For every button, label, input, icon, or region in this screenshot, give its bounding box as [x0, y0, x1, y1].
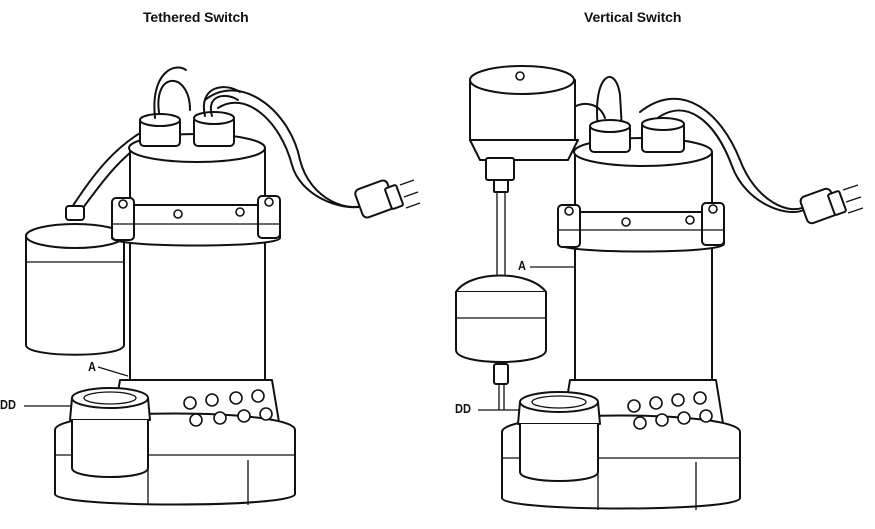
vertical-float — [455, 274, 547, 410]
right-label-a: A — [518, 258, 526, 273]
tethered-switch-pump — [24, 66, 421, 506]
vertical-switch-title: Vertical Switch — [584, 9, 682, 25]
tethered-switch-title: Tethered Switch — [143, 9, 249, 25]
right-power-cord — [639, 97, 809, 211]
left-label-a: A — [88, 359, 96, 374]
right-label-dd: DD — [455, 401, 471, 416]
left-leader-a — [97, 366, 129, 377]
left-clamp-band — [111, 195, 281, 247]
left-plug-icon — [354, 179, 421, 219]
right-plug-icon — [799, 184, 864, 225]
left-label-dd: DD — [0, 397, 16, 412]
right-motor-housing — [573, 117, 713, 394]
left-discharge-nut — [69, 387, 151, 478]
right-discharge-nut — [517, 391, 601, 482]
tethered-float — [25, 205, 125, 356]
vertical-switch-housing — [469, 65, 579, 280]
vertical-switch-pump — [455, 65, 864, 510]
right-clamp-band — [557, 202, 725, 253]
